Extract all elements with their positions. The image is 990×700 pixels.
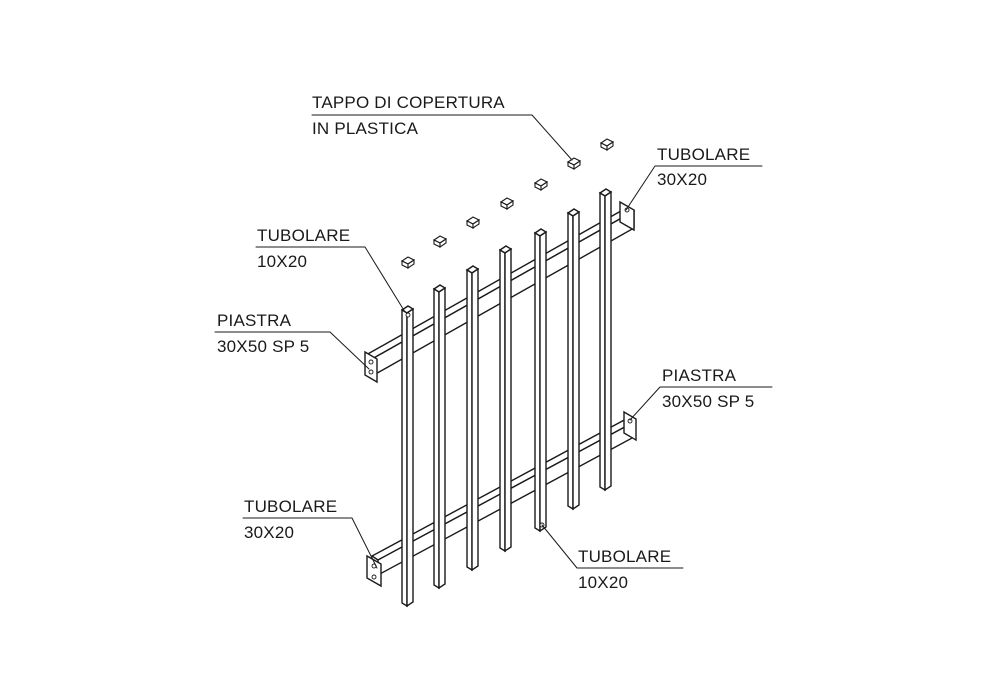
vertical-bar-1	[400, 305, 415, 608]
cap-1	[400, 256, 416, 270]
cap-5	[533, 178, 549, 192]
vertical-bar-6	[566, 208, 581, 511]
plate-top-right	[619, 200, 635, 232]
tube-top-right-label-line2: 30X20	[657, 170, 707, 189]
cap-3	[465, 216, 481, 230]
tube-bar-top-left-label-line1: TUBOLARE	[257, 226, 350, 245]
cap-6	[566, 157, 582, 171]
tube-bar-top-left-label-line2: 10X20	[257, 252, 307, 271]
vertical-bar-5	[533, 228, 548, 533]
vertical-bar-2	[432, 284, 447, 590]
cap-7	[599, 138, 615, 152]
plate-left-label-line1: PIASTRA	[217, 311, 292, 330]
plate-bottom-right	[623, 410, 637, 442]
cap-2	[432, 235, 448, 249]
tube-bar-bottom-label-line2: 10X20	[578, 573, 628, 592]
cap-label-line1: TAPPO DI COPERTURA	[312, 93, 505, 112]
bolt-top-left	[405, 312, 411, 318]
leader-lines	[214, 114, 773, 569]
vertical-bar-3	[465, 265, 480, 572]
plastic-caps	[400, 138, 615, 270]
plate-left-label-line2: 30X50 SP 5	[217, 337, 309, 356]
plate-top-left	[364, 350, 378, 384]
cap-label-line2: IN PLASTICA	[312, 119, 419, 138]
vertical-bar-7	[598, 188, 613, 492]
tube-bottom-left-label-line2: 30X20	[244, 523, 294, 542]
labels: TAPPO DI COPERTURA IN PLASTICA TUBOLARE …	[217, 93, 754, 592]
plate-right-label-line1: PIASTRA	[662, 366, 737, 385]
plate-right-label-line2: 30X50 SP 5	[662, 392, 754, 411]
cap-4	[499, 197, 515, 211]
plate-bottom-left	[366, 554, 382, 588]
vertical-bar-4	[498, 245, 513, 553]
tube-top-right-label-line1: TUBOLARE	[657, 145, 750, 164]
tube-bar-bottom-label-line1: TUBOLARE	[578, 547, 671, 566]
tube-bottom-left-label-line1: TUBOLARE	[244, 497, 337, 516]
